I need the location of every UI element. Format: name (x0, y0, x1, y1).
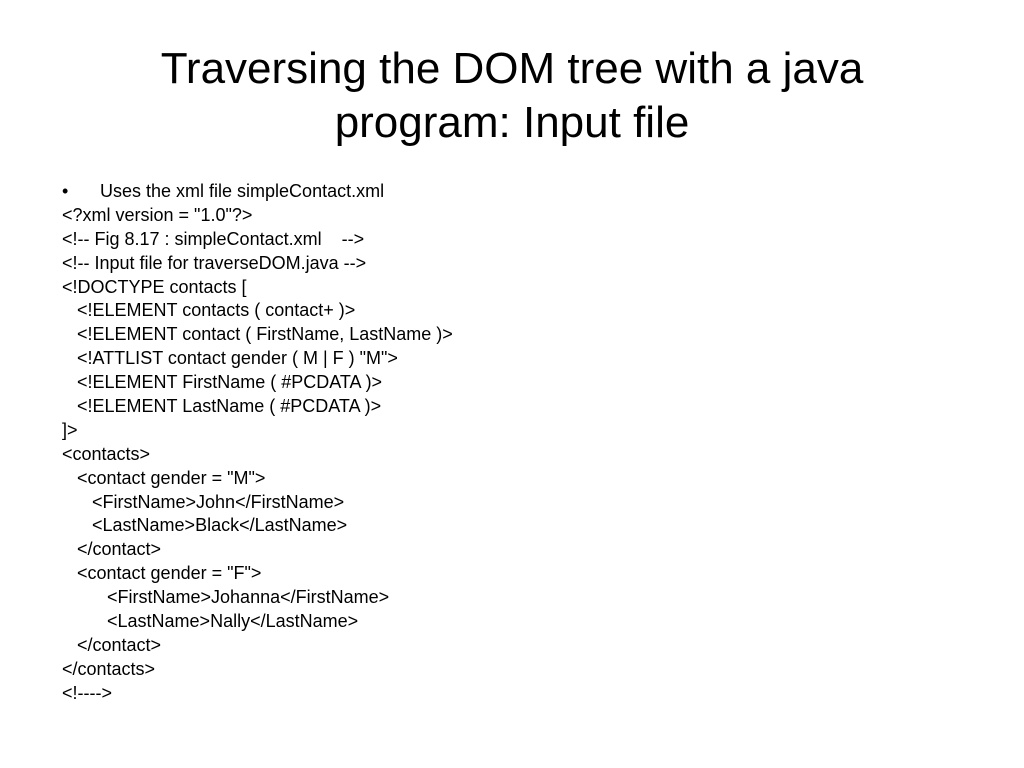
code-line: <!ELEMENT LastName ( #PCDATA )> (62, 396, 382, 417)
code-line: </contacts> (62, 658, 156, 679)
code-line: <!ELEMENT contact ( FirstName, LastName … (62, 324, 453, 345)
code-line: <FirstName>Johanna</FirstName> (62, 587, 390, 608)
code-line: <!-- Input file for traverseDOM.java --> (62, 252, 367, 273)
code-line: <contact gender = "M"> (62, 467, 266, 488)
bullet-item: • Uses the xml file simpleContact.xml (62, 180, 962, 204)
slide-body: • Uses the xml file simpleContact.xml <?… (62, 180, 962, 706)
code-line: <contacts> (62, 443, 151, 464)
code-line: ]> (62, 419, 78, 440)
code-line: <LastName>Nally</LastName> (62, 611, 359, 632)
code-line: <FirstName>John</FirstName> (62, 491, 345, 512)
slide-title-line-1: Traversing the DOM tree with a java (160, 44, 864, 93)
code-line: </contact> (62, 539, 162, 560)
code-line: </contact> (62, 634, 162, 655)
bullet-marker: • (62, 181, 69, 201)
slide-title-line-2: program: Input file (334, 98, 690, 147)
code-line: <!ELEMENT FirstName ( #PCDATA )> (62, 372, 383, 393)
code-line: <!DOCTYPE contacts [ (62, 276, 247, 297)
code-line: <!ATTLIST contact gender ( M | F ) "M"> (62, 348, 398, 369)
code-line: <!-- Fig 8.17 : simpleContact.xml --> (62, 228, 365, 249)
code-line: <LastName>Black</LastName> (62, 515, 348, 536)
bullet-text: Uses the xml file simpleContact.xml (100, 181, 385, 201)
code-line: <!ELEMENT contacts ( contact+ )> (62, 300, 356, 321)
code-line: <!----> (62, 682, 113, 703)
code-line: <contact gender = "F"> (62, 563, 262, 584)
slide-title: Traversing the DOM tree with a java prog… (60, 42, 964, 150)
code-line: <?xml version = "1.0"?> (62, 204, 253, 225)
